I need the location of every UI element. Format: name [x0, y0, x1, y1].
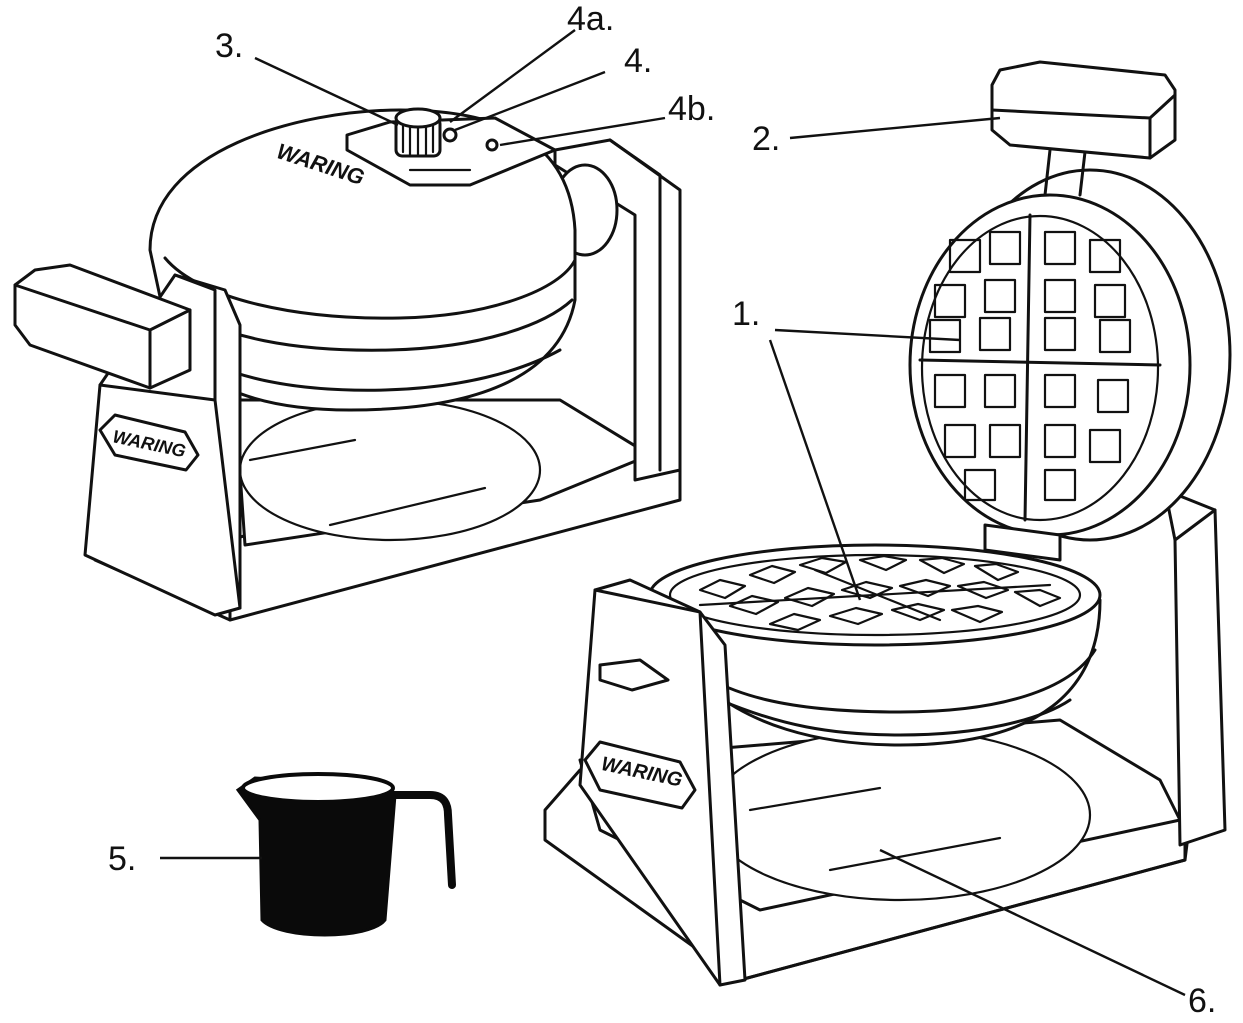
label-1-plates: 1. [732, 295, 760, 333]
label-3-knob: 3. [215, 27, 243, 65]
waffle-maker-open-illustration: WARING [543, 60, 1232, 987]
waffle-maker-closed-illustration: WARING WARING [13, 107, 682, 622]
temperature-knob[interactable] [394, 107, 442, 158]
power-indicator-light [485, 138, 499, 152]
measuring-cup-illustration [235, 772, 456, 937]
handle-top[interactable] [990, 60, 1177, 197]
label-6-drip-tray: 6. [1188, 982, 1216, 1020]
upper-grid-pattern [928, 230, 1132, 502]
ready-indicator-light [442, 127, 458, 143]
label-4a: 4a. [567, 0, 614, 38]
label-5-cup: 5. [108, 840, 136, 878]
leader-lines [160, 29, 1186, 997]
label-4: 4. [624, 42, 652, 80]
label-2-handle: 2. [752, 120, 780, 158]
label-4b: 4b. [668, 90, 715, 128]
lower-grid-pattern [698, 554, 1062, 632]
handle-left[interactable] [13, 263, 192, 390]
